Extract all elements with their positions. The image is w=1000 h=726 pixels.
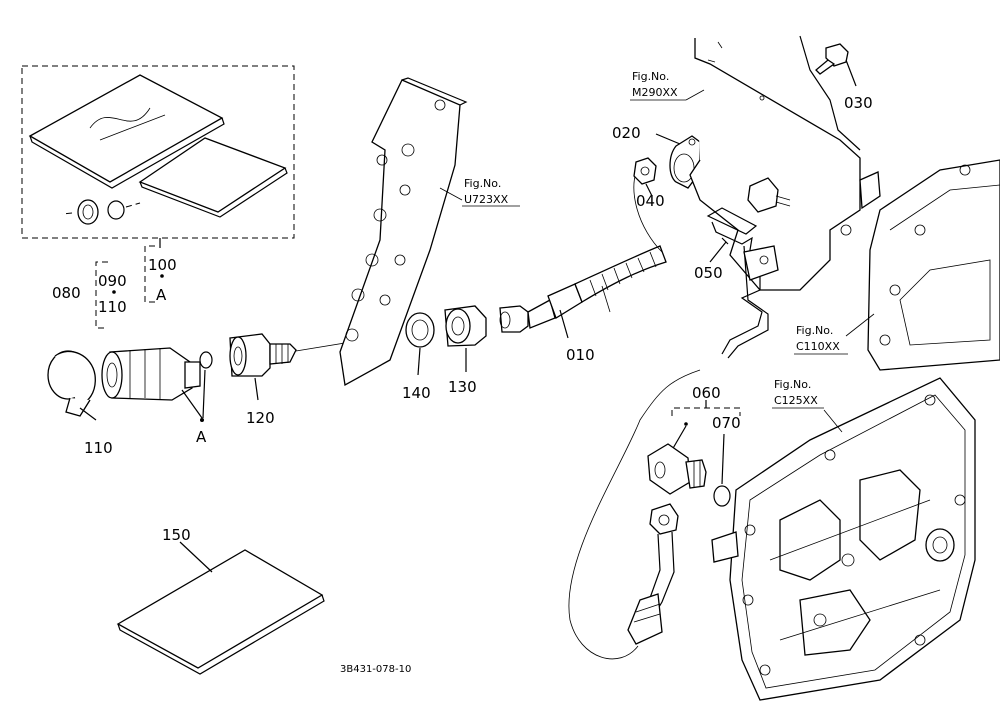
label-030: 030 (844, 94, 873, 112)
part-nut (444, 305, 487, 372)
fig-ref-c110-title: Fig.No. (796, 324, 833, 337)
part-pipe (568, 369, 701, 660)
label-100: 100 (148, 256, 177, 274)
part-washer (405, 312, 435, 376)
label-080: 080 (52, 284, 81, 302)
part-dust-cap (47, 350, 97, 421)
mount-plate (689, 35, 881, 291)
fig-ref-u723-title: Fig.No. (464, 177, 501, 190)
label-140: 140 (402, 384, 431, 402)
label-ref-a: A (196, 428, 207, 446)
label-020: 020 (612, 124, 641, 142)
fig-ref-c110-code: C110XX (796, 340, 840, 353)
label-110: 110 (84, 439, 113, 457)
label-130: 130 (448, 378, 477, 396)
part-bolt (815, 43, 857, 87)
label-050: 050 (694, 264, 723, 282)
elbow-bracket (671, 400, 741, 451)
part-o-ring-a (199, 351, 213, 369)
cover-c125 (711, 377, 976, 701)
label-040: 040 (636, 192, 665, 210)
part-manual (116, 541, 325, 675)
bracket-plate (339, 77, 468, 387)
housing-c110 (867, 159, 1000, 371)
label-060: 060 (692, 384, 721, 402)
label-150: 150 (162, 526, 191, 544)
part-elbow (647, 443, 707, 495)
part-rod (706, 207, 779, 359)
drawing-code: 3B431-078-10 (340, 664, 411, 675)
part-nut-040 (633, 157, 657, 197)
fig-ref-u723-code: U723XX (464, 193, 509, 206)
fig-ref-m290-title: Fig.No. (632, 70, 669, 83)
label-110-kit: 110 (98, 298, 127, 316)
part-coupler (101, 347, 201, 401)
kit-box (21, 65, 295, 239)
part-hose (499, 161, 667, 339)
fig-ref-c125-code: C125XX (774, 394, 818, 407)
label-010: 010 (566, 346, 595, 364)
part-adapter (229, 333, 297, 401)
fig-ref-c125-title: Fig.No. (774, 378, 811, 391)
label-090: 090 (98, 272, 127, 290)
label-ref-a-kit: A (156, 286, 167, 304)
label-120: 120 (246, 409, 275, 427)
fig-ref-m290-code: M290XX (632, 86, 678, 99)
kit-bracket (95, 238, 164, 329)
label-070: 070 (712, 414, 741, 432)
part-o-ring-070 (713, 485, 731, 507)
